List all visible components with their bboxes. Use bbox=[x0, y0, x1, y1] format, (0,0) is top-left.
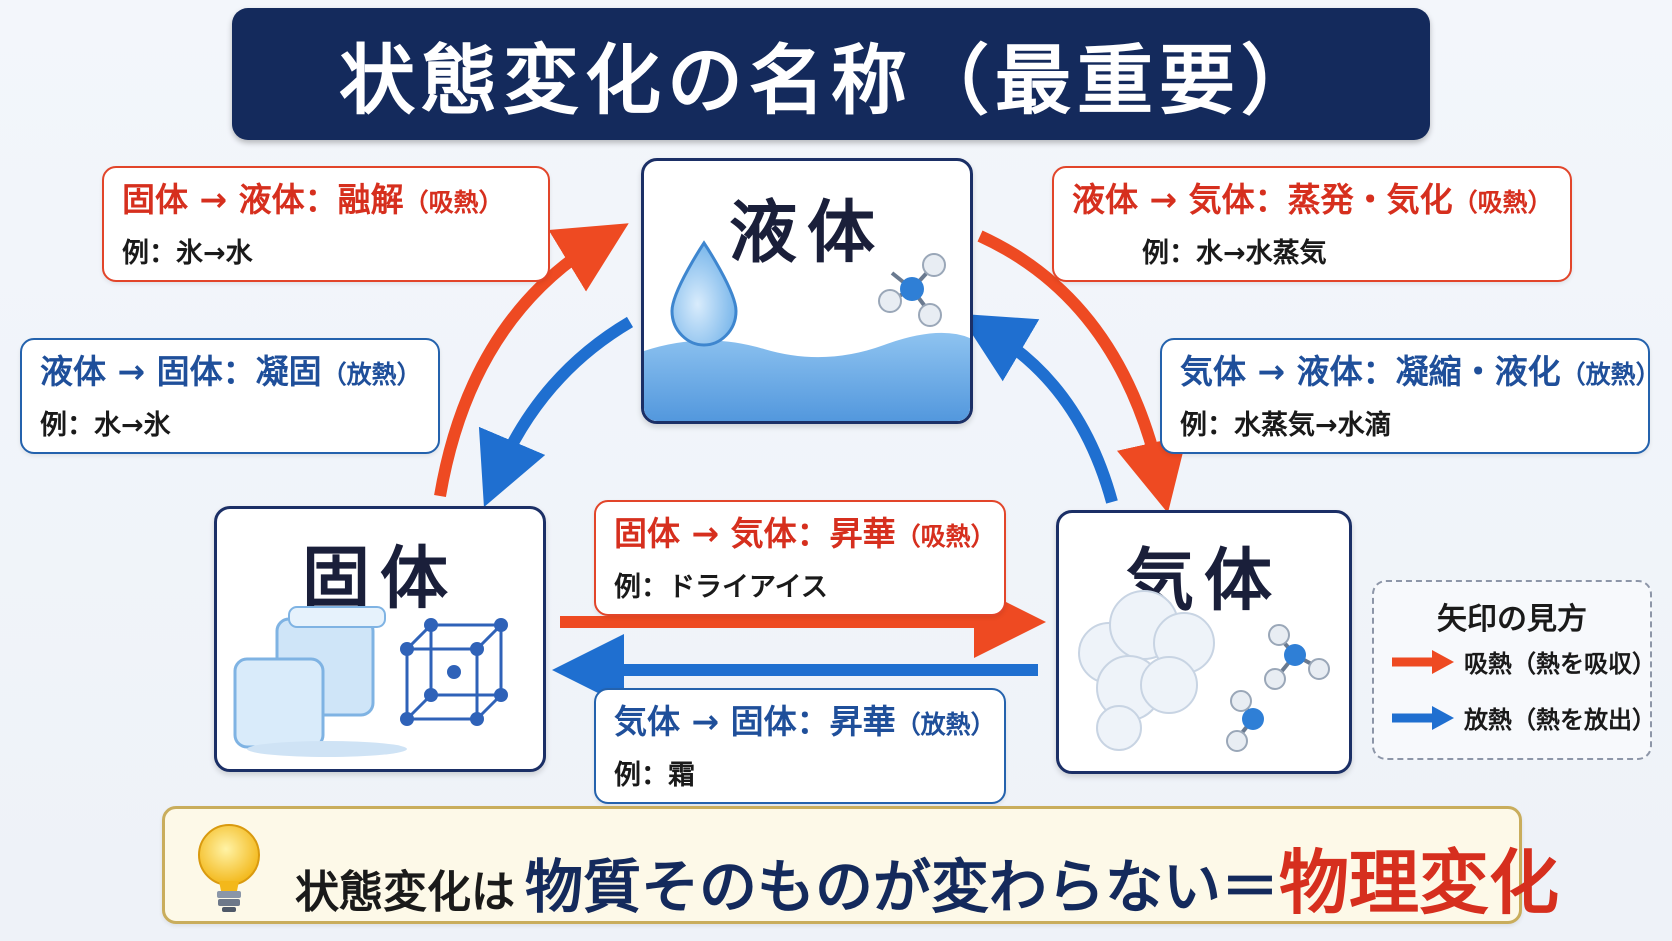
steam-cloud-icon bbox=[1078, 590, 1215, 751]
freezing-heading: 液体 → 固体：凝固（放熱） bbox=[40, 352, 422, 391]
solid-label: 固体 bbox=[301, 540, 458, 619]
legend-release: 放熱（熱を放出） bbox=[1390, 700, 1656, 735]
title-banner: 状態変化の名称（最重要） bbox=[232, 8, 1430, 140]
molecule-icon bbox=[1264, 624, 1330, 690]
red-arrow-icon bbox=[1392, 649, 1454, 674]
arrow-melting bbox=[434, 223, 629, 498]
solid-illustration bbox=[233, 606, 508, 757]
molecule-icon bbox=[1226, 690, 1264, 752]
solid-state-box: 固体 bbox=[214, 506, 546, 772]
liquid-label: 液体 bbox=[728, 194, 885, 273]
legend: 矢印の見方 吸熱（熱を吸収） 放熱（熱を放出） bbox=[1372, 580, 1656, 760]
melting-heading: 固体 → 液体：融解（吸熱） bbox=[122, 180, 504, 219]
banner-part2: 物質そのものが変わらない＝ bbox=[525, 853, 1280, 921]
evaporation-example: 例：水→水蒸気 bbox=[1142, 238, 1327, 269]
melting-box: 固体 → 液体：融解（吸熱） 例：氷→水 bbox=[102, 166, 550, 282]
freezing-example: 例：水→氷 bbox=[40, 410, 171, 441]
legend-release-label: 放熱（熱を放出） bbox=[1464, 706, 1656, 734]
legend-absorb: 吸熱（熱を吸収） bbox=[1390, 644, 1656, 679]
legend-title: 矢印の見方 bbox=[1437, 602, 1587, 637]
sublimation-up-heading: 固体 → 気体：昇華（吸熱） bbox=[614, 514, 996, 553]
summary-banner: 状態変化は物質そのものが変わらない＝物理変化 bbox=[162, 806, 1559, 924]
freezing-box: 液体 → 固体：凝固（放熱） 例：水→氷 bbox=[20, 338, 440, 454]
sublimation-up-example: 例：ドライアイス bbox=[614, 572, 828, 603]
liquid-illustration bbox=[644, 240, 970, 421]
water-drop-icon bbox=[670, 240, 738, 347]
condensation-example: 例：水蒸気→水滴 bbox=[1180, 410, 1392, 441]
page-title: 状態変化の名称（最重要） bbox=[339, 36, 1323, 125]
lightbulb-icon bbox=[198, 824, 260, 912]
evaporation-heading: 液体 → 気体：蒸発・気化（吸熱） bbox=[1072, 180, 1553, 219]
legend-absorb-label: 吸熱（熱を吸収） bbox=[1464, 650, 1656, 678]
sublimation-down-example: 例：霜 bbox=[614, 760, 695, 791]
sublimation-down-heading: 気体 → 固体：昇華（放熱） bbox=[614, 702, 996, 741]
banner-part1: 状態変化は bbox=[295, 867, 515, 918]
arrow-freezing bbox=[478, 316, 634, 508]
molecule-icon bbox=[878, 253, 946, 327]
arrow-evaporation bbox=[977, 230, 1188, 514]
sublimation-up-box: 固体 → 気体：昇華（吸熱） 例：ドライアイス bbox=[594, 500, 1006, 616]
ice-cube-icon bbox=[233, 606, 407, 757]
banner-part3: 物理変化 bbox=[1279, 842, 1560, 924]
gas-illustration bbox=[1078, 590, 1330, 752]
liquid-state-box: 液体 bbox=[641, 158, 973, 424]
sublimation-down-box: 気体 → 固体：昇華（放熱） 例：霜 bbox=[594, 688, 1006, 804]
condensation-box: 気体 → 液体：凝縮・液化（放熱） 例：水蒸気→水滴 bbox=[1160, 338, 1661, 454]
gas-state-box: 気体 bbox=[1056, 510, 1352, 774]
banner-text: 状態変化は物質そのものが変わらない＝物理変化 bbox=[295, 827, 1559, 928]
evaporation-box: 液体 → 気体：蒸発・気化（吸熱） 例：水→水蒸気 bbox=[1052, 166, 1572, 282]
arrow-condensation bbox=[958, 313, 1118, 504]
melting-example: 例：氷→水 bbox=[122, 238, 253, 269]
condensation-heading: 気体 → 液体：凝縮・液化（放熱） bbox=[1180, 352, 1661, 391]
blue-arrow-icon bbox=[1392, 705, 1454, 730]
